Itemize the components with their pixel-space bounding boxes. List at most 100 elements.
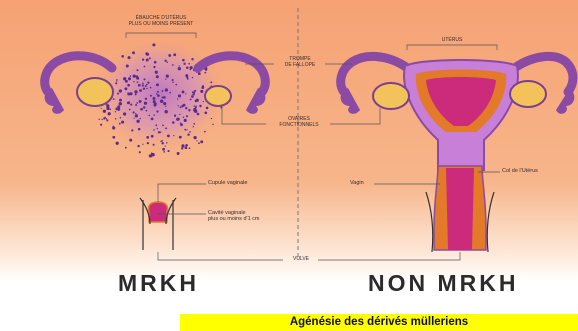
rudiment-dot [172, 79, 174, 81]
rudiment-dot [186, 129, 187, 130]
rudiment-dot [165, 110, 168, 113]
rudiment-dot [183, 116, 185, 118]
rudiment-dot [119, 89, 122, 92]
rudiment-dot [108, 112, 111, 115]
label-vulve: VULVE [285, 257, 317, 263]
rudiment-dot [160, 100, 163, 103]
rudiment-dot [142, 84, 144, 86]
rudiment-dot [200, 140, 203, 143]
rudiment-dot [115, 118, 116, 119]
rudiment-dot [136, 120, 139, 123]
rudiment-dot [139, 100, 142, 103]
rudiment-dot [106, 119, 108, 121]
rudiment-dot [153, 66, 155, 68]
rudiment-dot [143, 88, 145, 90]
rudiment-dot [192, 77, 193, 78]
rudiment-dot [160, 141, 161, 142]
rudiment-dot [188, 63, 190, 65]
rudiment-dot [163, 151, 165, 153]
rudiment-dot [193, 123, 195, 125]
rudiment-dot [119, 106, 121, 108]
rudiment-dot [194, 90, 196, 92]
rudiment-dot [139, 118, 141, 120]
rudiment-dot [119, 102, 122, 105]
rudiment-dot [115, 111, 116, 112]
rudiment-dot [198, 142, 200, 144]
rudiment-dot [135, 114, 138, 117]
rudiment-dot [137, 69, 139, 71]
rudiment-dot [137, 145, 139, 147]
rudiment-dot [190, 98, 192, 100]
rudiment-dot [205, 69, 207, 71]
rudiment-dot [195, 105, 196, 106]
rudiment-dot [194, 105, 195, 106]
rudiment-dot [135, 104, 137, 106]
rudiment-dot [167, 150, 169, 152]
rudiment-dot [142, 82, 144, 84]
left-ovary [77, 78, 113, 106]
rudiment-dot [121, 121, 124, 124]
label-cupule: Cupule vaginale [208, 180, 247, 186]
rudiment-dot [181, 147, 183, 149]
rudiment-dot [138, 84, 141, 87]
vaginal-canal [446, 168, 474, 250]
rudiment-dot [192, 93, 194, 95]
rudiment-dot [185, 107, 187, 109]
rudiment-dot [175, 84, 177, 86]
rudiment-dot [196, 140, 197, 141]
rudiment-dot [160, 132, 161, 133]
rudiment-dot [127, 57, 129, 59]
rudiment-dot [113, 126, 114, 127]
right-ovary [205, 86, 231, 106]
rudiment-dot [112, 126, 115, 129]
rudiment-dot [152, 97, 155, 100]
rudiment-dot [174, 115, 176, 117]
right-ovary-normal [510, 81, 546, 107]
rudiment-dot [189, 131, 191, 133]
rudiment-dot [169, 92, 171, 94]
rudiment-dot [98, 119, 99, 120]
rudiment-dot [146, 53, 149, 56]
rudiment-dot [173, 53, 176, 56]
rudiment-dot [150, 87, 152, 89]
rudiment-dot [190, 69, 192, 71]
rudiment-dot [146, 88, 147, 89]
rudiment-dot [123, 77, 126, 80]
rudiment-dot [149, 57, 151, 59]
rudiment-dot [178, 105, 179, 106]
rudiment-dot [142, 58, 144, 60]
title-non-mrkh: NON MRKH [368, 270, 519, 297]
rudiment-dot [166, 142, 167, 143]
rudiment-dot [180, 106, 182, 108]
rudiment-dot [121, 55, 124, 58]
rudiment-dot [185, 146, 188, 149]
rudiment-dot [153, 129, 155, 131]
rudiment-dot [154, 61, 157, 64]
rudiment-dot [149, 115, 151, 117]
rudiment-dot [162, 142, 164, 144]
rudiment-dot [201, 86, 204, 89]
rudiment-dot [179, 114, 180, 115]
rudiment-dot [120, 117, 122, 119]
rudiment-dot [106, 104, 109, 107]
rudiment-dot [180, 122, 181, 123]
rudiment-dot [193, 108, 196, 111]
rudiment-dot [135, 93, 137, 95]
rudiment-dot [167, 134, 170, 137]
rudiment-dot [142, 144, 143, 145]
rudiment-dot [189, 147, 191, 149]
rudiment-dot [158, 131, 160, 133]
rudiment-dot [146, 136, 149, 139]
rudiment-dot [186, 67, 189, 70]
rudiment-dot [123, 112, 126, 115]
rudiment-dot [145, 98, 147, 100]
rudiment-dot [139, 151, 141, 153]
left-ovary-normal [373, 83, 409, 109]
rudiment-dot [145, 85, 147, 87]
rudiment-dot [151, 118, 154, 121]
rudiment-dot [130, 75, 132, 77]
rudiment-dot [132, 51, 135, 54]
rudiment-dot [176, 118, 179, 121]
rudiment-dot [140, 108, 143, 111]
label-uterus: UTÉRUS [432, 38, 472, 44]
